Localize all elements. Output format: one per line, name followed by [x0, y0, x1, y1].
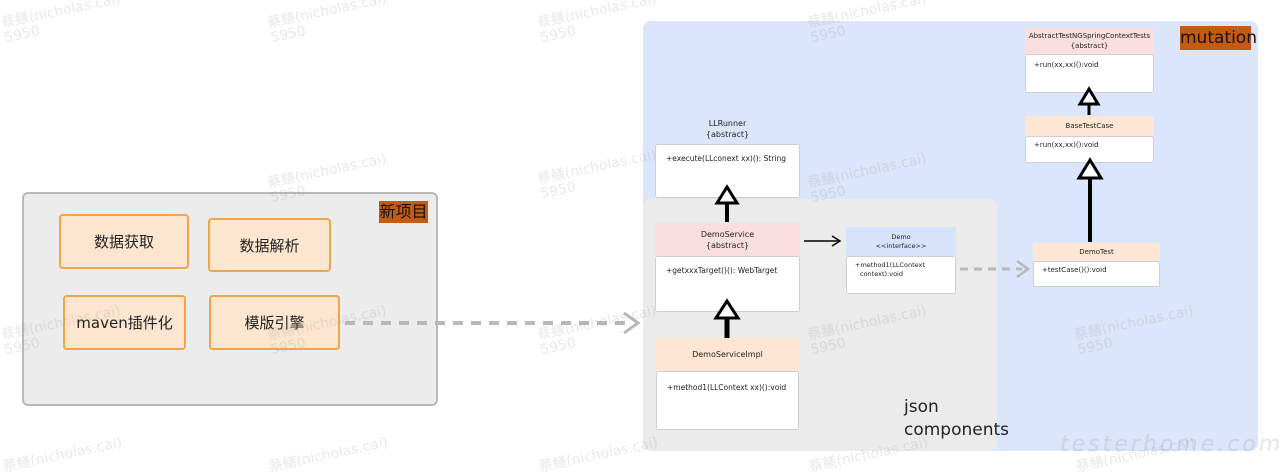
components-label: components	[904, 420, 1010, 440]
json-label: json	[904, 397, 939, 417]
inherit-arrow-demotest-base	[1076, 157, 1104, 242]
method-text: +method1(LLContext	[855, 261, 925, 269]
class-stereotype: {abstract}	[705, 240, 750, 250]
method-text-cont: context):void	[860, 270, 903, 278]
module-template-engine: 模版引擎	[209, 295, 340, 350]
class-demoserviceimpl: DemoServiceImpl +method1(LLContext xx)()…	[656, 338, 799, 430]
method-text: +method1(LLContext xx)():void	[667, 383, 787, 392]
class-methods: +method1(LLContext context):void	[846, 256, 956, 294]
class-demo: Demo <<interface>> +method1(LLContext co…	[846, 227, 956, 294]
module-maven-plugin: maven插件化	[63, 295, 186, 350]
method-text: +execute(LLconext xx)(): String	[666, 154, 786, 163]
association-arrow-demoservice-demo	[804, 235, 842, 247]
method-text: +getxxxTarget()(): WebTarget	[666, 266, 778, 275]
class-methods: +method1(LLContext xx)():void	[656, 371, 799, 430]
class-stereotype: <<interface>>	[875, 241, 927, 250]
json-components-label: json components	[904, 396, 1009, 442]
inherit-arrow-impl-demoservice	[713, 298, 741, 338]
class-demotest: DemoTest +testCase()():void	[1033, 243, 1160, 287]
class-name: DemoService	[700, 229, 755, 239]
class-stereotype: {abstract}	[705, 130, 750, 139]
mutation-label: mutation	[1180, 26, 1257, 50]
new-project-label: 新项目	[379, 201, 428, 223]
site-watermark: testerhome.com	[1060, 432, 1280, 457]
inherit-arrow-base-abstract	[1077, 86, 1101, 115]
method-text: +run(xx,xx)():void	[1034, 141, 1099, 149]
class-methods: +testCase()():void	[1033, 261, 1160, 287]
class-name: DemoTest	[1079, 247, 1114, 256]
class-name: Demo	[891, 232, 911, 241]
class-name: BaseTestCase	[1065, 121, 1114, 130]
class-name: AbstractTestNGSpringContextTests	[1028, 32, 1151, 40]
module-data-fetch: 数据获取	[59, 214, 189, 269]
module-data-parse: 数据解析	[208, 218, 331, 272]
method-text: +testCase()():void	[1042, 266, 1107, 274]
method-text: +run(xx,xx)():void	[1034, 61, 1099, 69]
dashed-arrow-project	[345, 311, 641, 335]
class-name: DemoServiceImpl	[692, 350, 763, 359]
dashed-arrow-demo-demotest	[960, 259, 1031, 279]
inherit-arrow-demoservice-llrunner	[714, 184, 740, 222]
class-stereotype: {abstract}	[1070, 42, 1109, 50]
class-name: LLRunner	[708, 119, 747, 128]
